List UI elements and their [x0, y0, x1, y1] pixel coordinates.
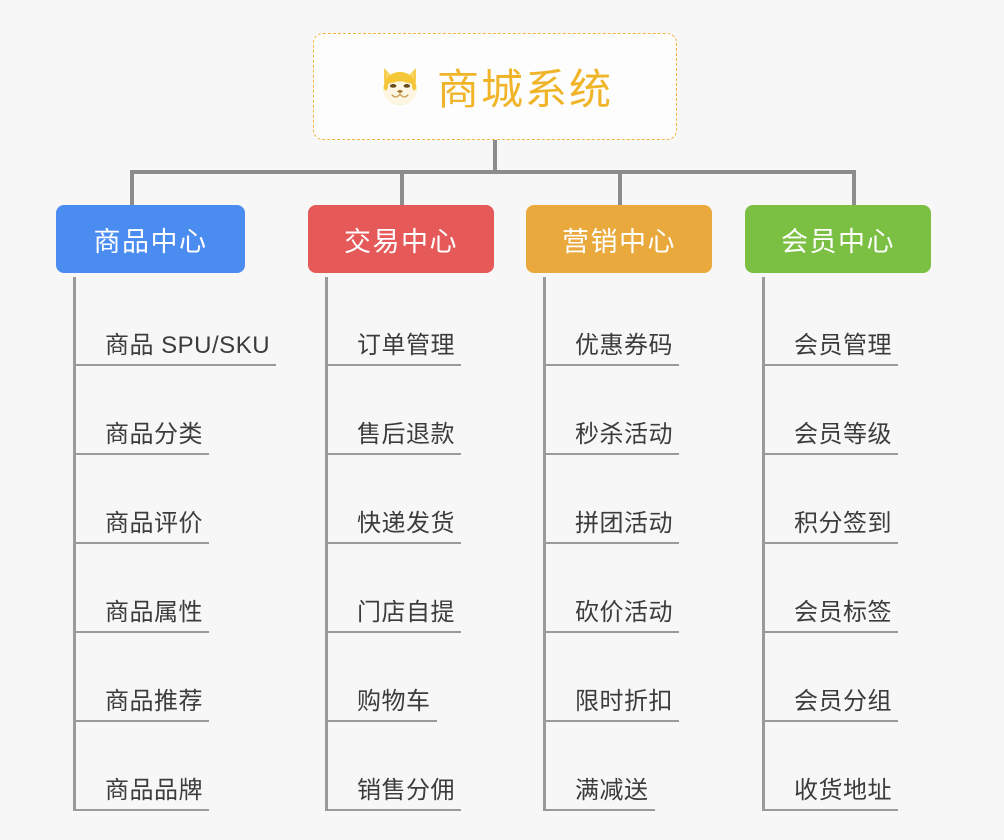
column-header-label: 会员中心 — [781, 226, 895, 257]
column-item-rule — [543, 720, 679, 722]
column-item[interactable]: 门店自提 — [325, 544, 485, 633]
column-item-rule — [325, 720, 437, 722]
column-spine — [325, 277, 328, 811]
column-item[interactable]: 优惠券码 — [543, 277, 691, 366]
column-item-rule — [762, 542, 898, 544]
column-item[interactable]: 订单管理 — [325, 277, 485, 366]
connector-horizontal-bus — [130, 170, 856, 174]
column-item-label: 门店自提 — [357, 599, 455, 626]
column-item-label: 商品 SPU/SKU — [105, 332, 271, 359]
column-body-0: 商品 SPU/SKU 商品分类商品评价商品属性商品推荐商品品牌 — [73, 277, 278, 811]
column-item-label: 收货地址 — [794, 777, 892, 804]
column-item-rule — [543, 453, 679, 455]
column-item[interactable]: 限时折扣 — [543, 633, 691, 722]
column-item-label: 商品属性 — [105, 599, 203, 626]
column-item-label: 会员分组 — [794, 688, 892, 715]
column-item-label: 商品分类 — [105, 421, 203, 448]
column-item[interactable]: 购物车 — [325, 633, 485, 722]
column-item-label: 商品推荐 — [105, 688, 203, 715]
column-item-rule — [325, 542, 461, 544]
column-header-label: 交易中心 — [344, 226, 458, 257]
column-body-1: 订单管理售后退款快递发货门店自提购物车销售分佣 — [325, 277, 485, 811]
column-item-rule — [73, 809, 209, 811]
connector-drop-1 — [130, 170, 134, 205]
connector-drop-3 — [618, 170, 622, 205]
column-item[interactable]: 积分签到 — [762, 455, 915, 544]
column-item-label: 砍价活动 — [575, 599, 673, 626]
column-item-rule — [73, 631, 209, 633]
column-header-3[interactable]: 会员中心 — [745, 205, 931, 273]
connector-root-stem — [493, 140, 497, 172]
column-item-rule — [543, 542, 679, 544]
column-header-2[interactable]: 营销中心 — [526, 205, 712, 273]
connector-drop-2 — [400, 170, 404, 205]
column-item[interactable]: 快递发货 — [325, 455, 485, 544]
column-item[interactable]: 会员等级 — [762, 366, 915, 455]
column-item-label: 会员管理 — [794, 332, 892, 359]
column-item-label: 商品评价 — [105, 510, 203, 537]
column-header-0[interactable]: 商品中心 — [56, 205, 245, 273]
column-item[interactable]: 售后退款 — [325, 366, 485, 455]
column-spine — [762, 277, 765, 811]
column-body-2: 优惠券码秒杀活动拼团活动砍价活动限时折扣满减送 — [543, 277, 691, 811]
column-spine — [73, 277, 76, 811]
column-item-label: 会员标签 — [794, 599, 892, 626]
column-item[interactable]: 拼团活动 — [543, 455, 691, 544]
column-item[interactable]: 满减送 — [543, 722, 691, 811]
column-item-rule — [762, 364, 898, 366]
column-item-rule — [762, 720, 898, 722]
shiba-dog-face-icon — [377, 64, 423, 110]
column-spine — [543, 277, 546, 811]
column-item-label: 订单管理 — [357, 332, 455, 359]
column-header-label: 商品中心 — [93, 226, 208, 257]
column-item-label: 售后退款 — [357, 421, 455, 448]
column-item[interactable]: 会员分组 — [762, 633, 915, 722]
column-item[interactable]: 销售分佣 — [325, 722, 485, 811]
column-item-rule — [543, 364, 679, 366]
column-item-rule — [325, 453, 461, 455]
column-body-3: 会员管理会员等级积分签到会员标签会员分组收货地址 — [762, 277, 915, 811]
column-item-rule — [325, 631, 461, 633]
column-item-label: 快递发货 — [357, 510, 455, 537]
root-node[interactable]: 商城系统 — [313, 33, 677, 140]
column-item[interactable]: 商品 SPU/SKU — [73, 277, 278, 366]
column-item[interactable]: 砍价活动 — [543, 544, 691, 633]
column-item[interactable]: 商品品牌 — [73, 722, 278, 811]
column-item[interactable]: 商品属性 — [73, 544, 278, 633]
column-item[interactable]: 商品推荐 — [73, 633, 278, 722]
column-item-label: 会员等级 — [794, 421, 892, 448]
column-item[interactable]: 会员管理 — [762, 277, 915, 366]
root-title: 商城系统 — [436, 66, 613, 113]
column-item-label: 购物车 — [357, 688, 431, 715]
connector-drop-4 — [852, 170, 856, 205]
column-item-label: 积分签到 — [794, 510, 892, 537]
column-item-rule — [762, 631, 898, 633]
column-item[interactable]: 收货地址 — [762, 722, 915, 811]
column-item-label: 限时折扣 — [575, 688, 673, 715]
column-item-rule — [73, 720, 209, 722]
column-item-label: 拼团活动 — [575, 510, 673, 537]
column-item-label: 满减送 — [575, 777, 649, 804]
column-item-rule — [73, 453, 209, 455]
column-item-rule — [762, 809, 898, 811]
column-item-rule — [543, 809, 655, 811]
column-item[interactable]: 会员标签 — [762, 544, 915, 633]
column-item-label: 销售分佣 — [357, 777, 455, 804]
column-item-rule — [73, 364, 276, 366]
column-item-rule — [325, 809, 461, 811]
column-item-label: 商品品牌 — [105, 777, 203, 804]
column-item-rule — [543, 631, 679, 633]
column-header-1[interactable]: 交易中心 — [308, 205, 494, 273]
column-item-rule — [325, 364, 461, 366]
column-item-rule — [73, 542, 209, 544]
column-item[interactable]: 商品评价 — [73, 455, 278, 544]
column-item-label: 优惠券码 — [575, 332, 673, 359]
column-header-label: 营销中心 — [562, 226, 676, 257]
column-item[interactable]: 商品分类 — [73, 366, 278, 455]
column-item[interactable]: 秒杀活动 — [543, 366, 691, 455]
column-item-label: 秒杀活动 — [575, 421, 673, 448]
column-item-rule — [762, 453, 898, 455]
